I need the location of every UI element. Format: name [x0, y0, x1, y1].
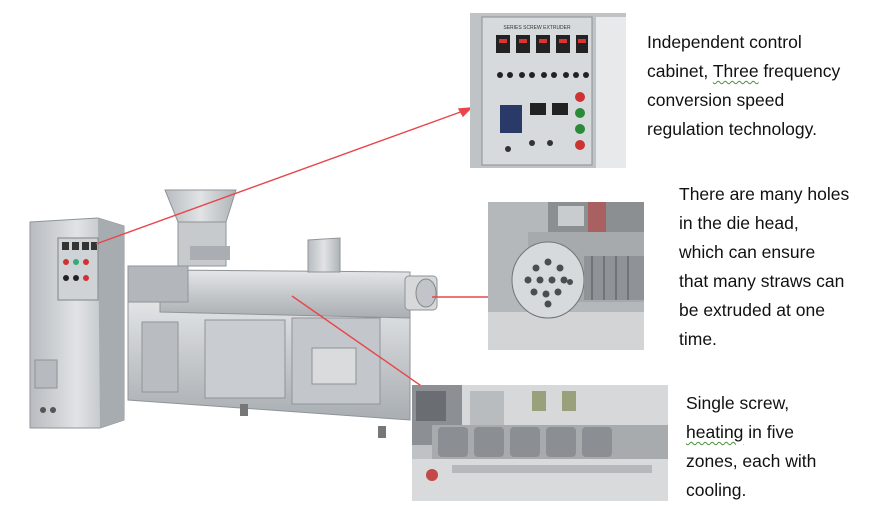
extruder-barrel: [127, 265, 438, 319]
caption-control-line2-post: frequency: [758, 61, 841, 81]
caption-control-line1: Independent control: [647, 32, 802, 52]
arrowhead-control: [457, 107, 473, 118]
caption-die-line3: which can ensure: [679, 242, 816, 262]
panel-label: SERIES SCREW EXTRUDER: [503, 25, 571, 31]
die-head-photo: [488, 202, 644, 350]
caption-screw-line2-post: in five: [743, 422, 794, 442]
caption-die-line5: be extruded at one: [679, 300, 825, 320]
caption-screw-line3: zones, each with: [686, 451, 817, 471]
caption-die-line6: time.: [679, 329, 717, 349]
arrow-to-screw: [291, 295, 431, 393]
caption-control-cabinet: Independent control cabinet, Three frequ…: [647, 28, 840, 144]
caption-screw-line1: Single screw,: [686, 393, 790, 413]
screw-barrel-photo: [412, 385, 668, 501]
caption-control-line2-wavy: Three: [712, 61, 759, 81]
caption-single-screw: Single screw, heating in five zones, eac…: [686, 389, 816, 505]
feed-hopper: [164, 189, 341, 273]
control-panel-photo: SERIES SCREW EXTRUDER: [470, 13, 626, 168]
caption-die-line1: There are many holes: [679, 184, 850, 204]
caption-control-line4: regulation technology.: [647, 119, 817, 139]
caption-die-head: There are many holes in the die head, wh…: [679, 180, 849, 354]
caption-die-line4: that many straws can: [679, 271, 845, 291]
arrow-to-control-panel: [95, 109, 467, 245]
caption-screw-line2-wavy: heating: [686, 422, 744, 442]
caption-die-line2: in the die head,: [679, 213, 799, 233]
control-cabinet: [29, 217, 125, 429]
caption-control-line3: conversion speed: [647, 90, 785, 110]
caption-screw-line4: cooling.: [686, 480, 747, 500]
caption-control-line2-pre: cabinet,: [647, 61, 713, 81]
machine-base: [127, 295, 411, 438]
